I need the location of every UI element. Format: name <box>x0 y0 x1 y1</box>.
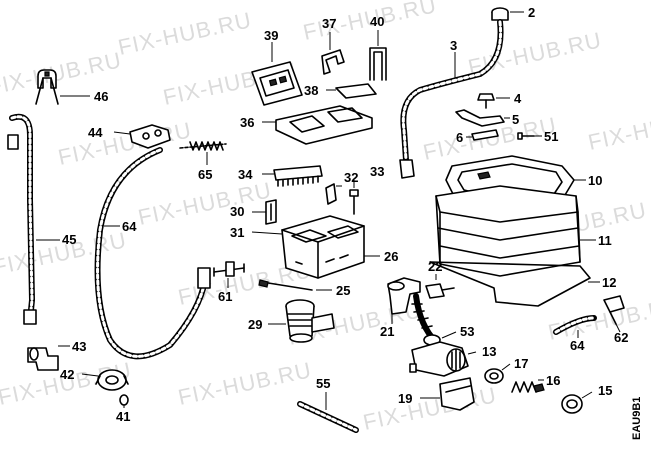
label-part-12: 12 <box>602 275 616 290</box>
label-part-33: 33 <box>370 164 384 179</box>
part-3-fill-hose <box>399 19 504 179</box>
label-part-6: 6 <box>456 130 463 145</box>
label-part-53: 53 <box>460 324 474 339</box>
label-part-46: 46 <box>94 89 108 104</box>
label-part-41: 41 <box>116 409 130 424</box>
label-part-36: 36 <box>240 115 254 130</box>
part-5-bracket <box>455 109 505 127</box>
label-part-40: 40 <box>370 14 384 29</box>
part-37-bracket <box>321 49 345 75</box>
part-number-labels: 2 3 4 5 6 51 10 11 12 62 64 13 53 17 16 … <box>60 5 628 424</box>
part-64-hose <box>94 147 211 360</box>
label-part-37: 37 <box>322 16 336 31</box>
watermark: FIX-HUB.RU <box>361 382 499 435</box>
label-part-31: 31 <box>230 225 244 240</box>
label-part-10: 10 <box>588 173 602 188</box>
part-43-elbow <box>27 347 59 371</box>
part-4-bolt <box>477 93 495 109</box>
label-part-30: 30 <box>230 204 244 219</box>
label-part-62: 62 <box>614 330 628 345</box>
label-part-44: 44 <box>88 125 103 140</box>
label-part-19: 19 <box>398 391 412 406</box>
label-part-11: 11 <box>598 233 612 248</box>
part-38-lever <box>335 83 377 99</box>
label-part-51: 51 <box>544 129 558 144</box>
label-part-17: 17 <box>514 356 528 371</box>
part-26-dispenser-housing <box>281 215 365 279</box>
part-15-cap <box>561 394 583 414</box>
diagram-code: EAU9B1 <box>631 397 643 440</box>
label-part-4: 4 <box>514 91 522 106</box>
label-part-61: 61 <box>218 289 232 304</box>
label-part-15: 15 <box>598 383 612 398</box>
part-29-filter <box>285 299 335 343</box>
label-part-38: 38 <box>304 83 318 98</box>
label-part-21: 21 <box>380 324 394 339</box>
part-16-spring <box>511 381 545 393</box>
watermark: FIX-HUB.RU <box>116 7 254 60</box>
part-33-screw <box>349 189 359 215</box>
watermark: FIX-HUB.RU <box>586 102 651 155</box>
watermark: FIX-HUB.RU <box>176 357 314 410</box>
part-41-washer <box>119 394 129 406</box>
part-65-spring <box>179 141 227 151</box>
part-36-lid <box>275 105 373 145</box>
label-part-45: 45 <box>62 232 76 247</box>
label-part-39: 39 <box>264 28 278 43</box>
part-21-pipe <box>387 277 421 315</box>
part-19-bracket <box>439 377 475 411</box>
watermark: FIX-HUB.RU <box>136 177 274 230</box>
part-30-clip <box>265 199 277 225</box>
label-part-42: 42 <box>60 367 74 382</box>
label-part-29: 29 <box>248 317 262 332</box>
part-32-clip <box>325 183 337 205</box>
label-part-55: 55 <box>316 376 330 391</box>
part-11-tub <box>435 185 581 277</box>
label-part-16: 16 <box>546 373 560 388</box>
label-part-32: 32 <box>344 170 358 185</box>
part-2-cap <box>491 7 509 21</box>
part-45-hose <box>7 113 37 325</box>
part-46-hook <box>35 69 59 105</box>
part-34-brush <box>273 165 323 187</box>
label-part-64: 64 <box>122 219 137 234</box>
part-40-uclip <box>369 47 387 81</box>
label-part-5: 5 <box>512 112 519 127</box>
part-62-valve <box>603 295 625 325</box>
part-42-nut <box>95 369 129 391</box>
label-part-43: 43 <box>72 339 86 354</box>
part-39-plate <box>251 61 303 106</box>
part-64b-hose <box>553 315 597 335</box>
label-part-22: 22 <box>428 259 442 274</box>
part-17-ring <box>484 368 504 384</box>
part-25-rod <box>258 279 313 291</box>
label-part-34: 34 <box>238 167 253 182</box>
label-part-2: 2 <box>528 5 535 20</box>
part-13-pump <box>409 341 469 377</box>
part-44-clip <box>129 124 171 149</box>
watermark: FIX-HUB.RU <box>546 292 651 345</box>
watermark: FIX-HUB.RU <box>56 117 194 170</box>
part-55-tube <box>297 401 359 433</box>
label-part-65: 65 <box>198 167 212 182</box>
part-12-gasket <box>429 261 591 307</box>
part-61-connector <box>213 261 245 277</box>
label-part-26: 26 <box>384 249 398 264</box>
part-6-clip <box>471 129 499 141</box>
label-part-3: 3 <box>450 38 457 53</box>
part-51-screw <box>517 132 535 140</box>
label-part-64-right: 64 <box>570 338 585 353</box>
part-22-pipe <box>425 283 455 299</box>
label-part-13: 13 <box>482 344 496 359</box>
label-part-25: 25 <box>336 283 350 298</box>
